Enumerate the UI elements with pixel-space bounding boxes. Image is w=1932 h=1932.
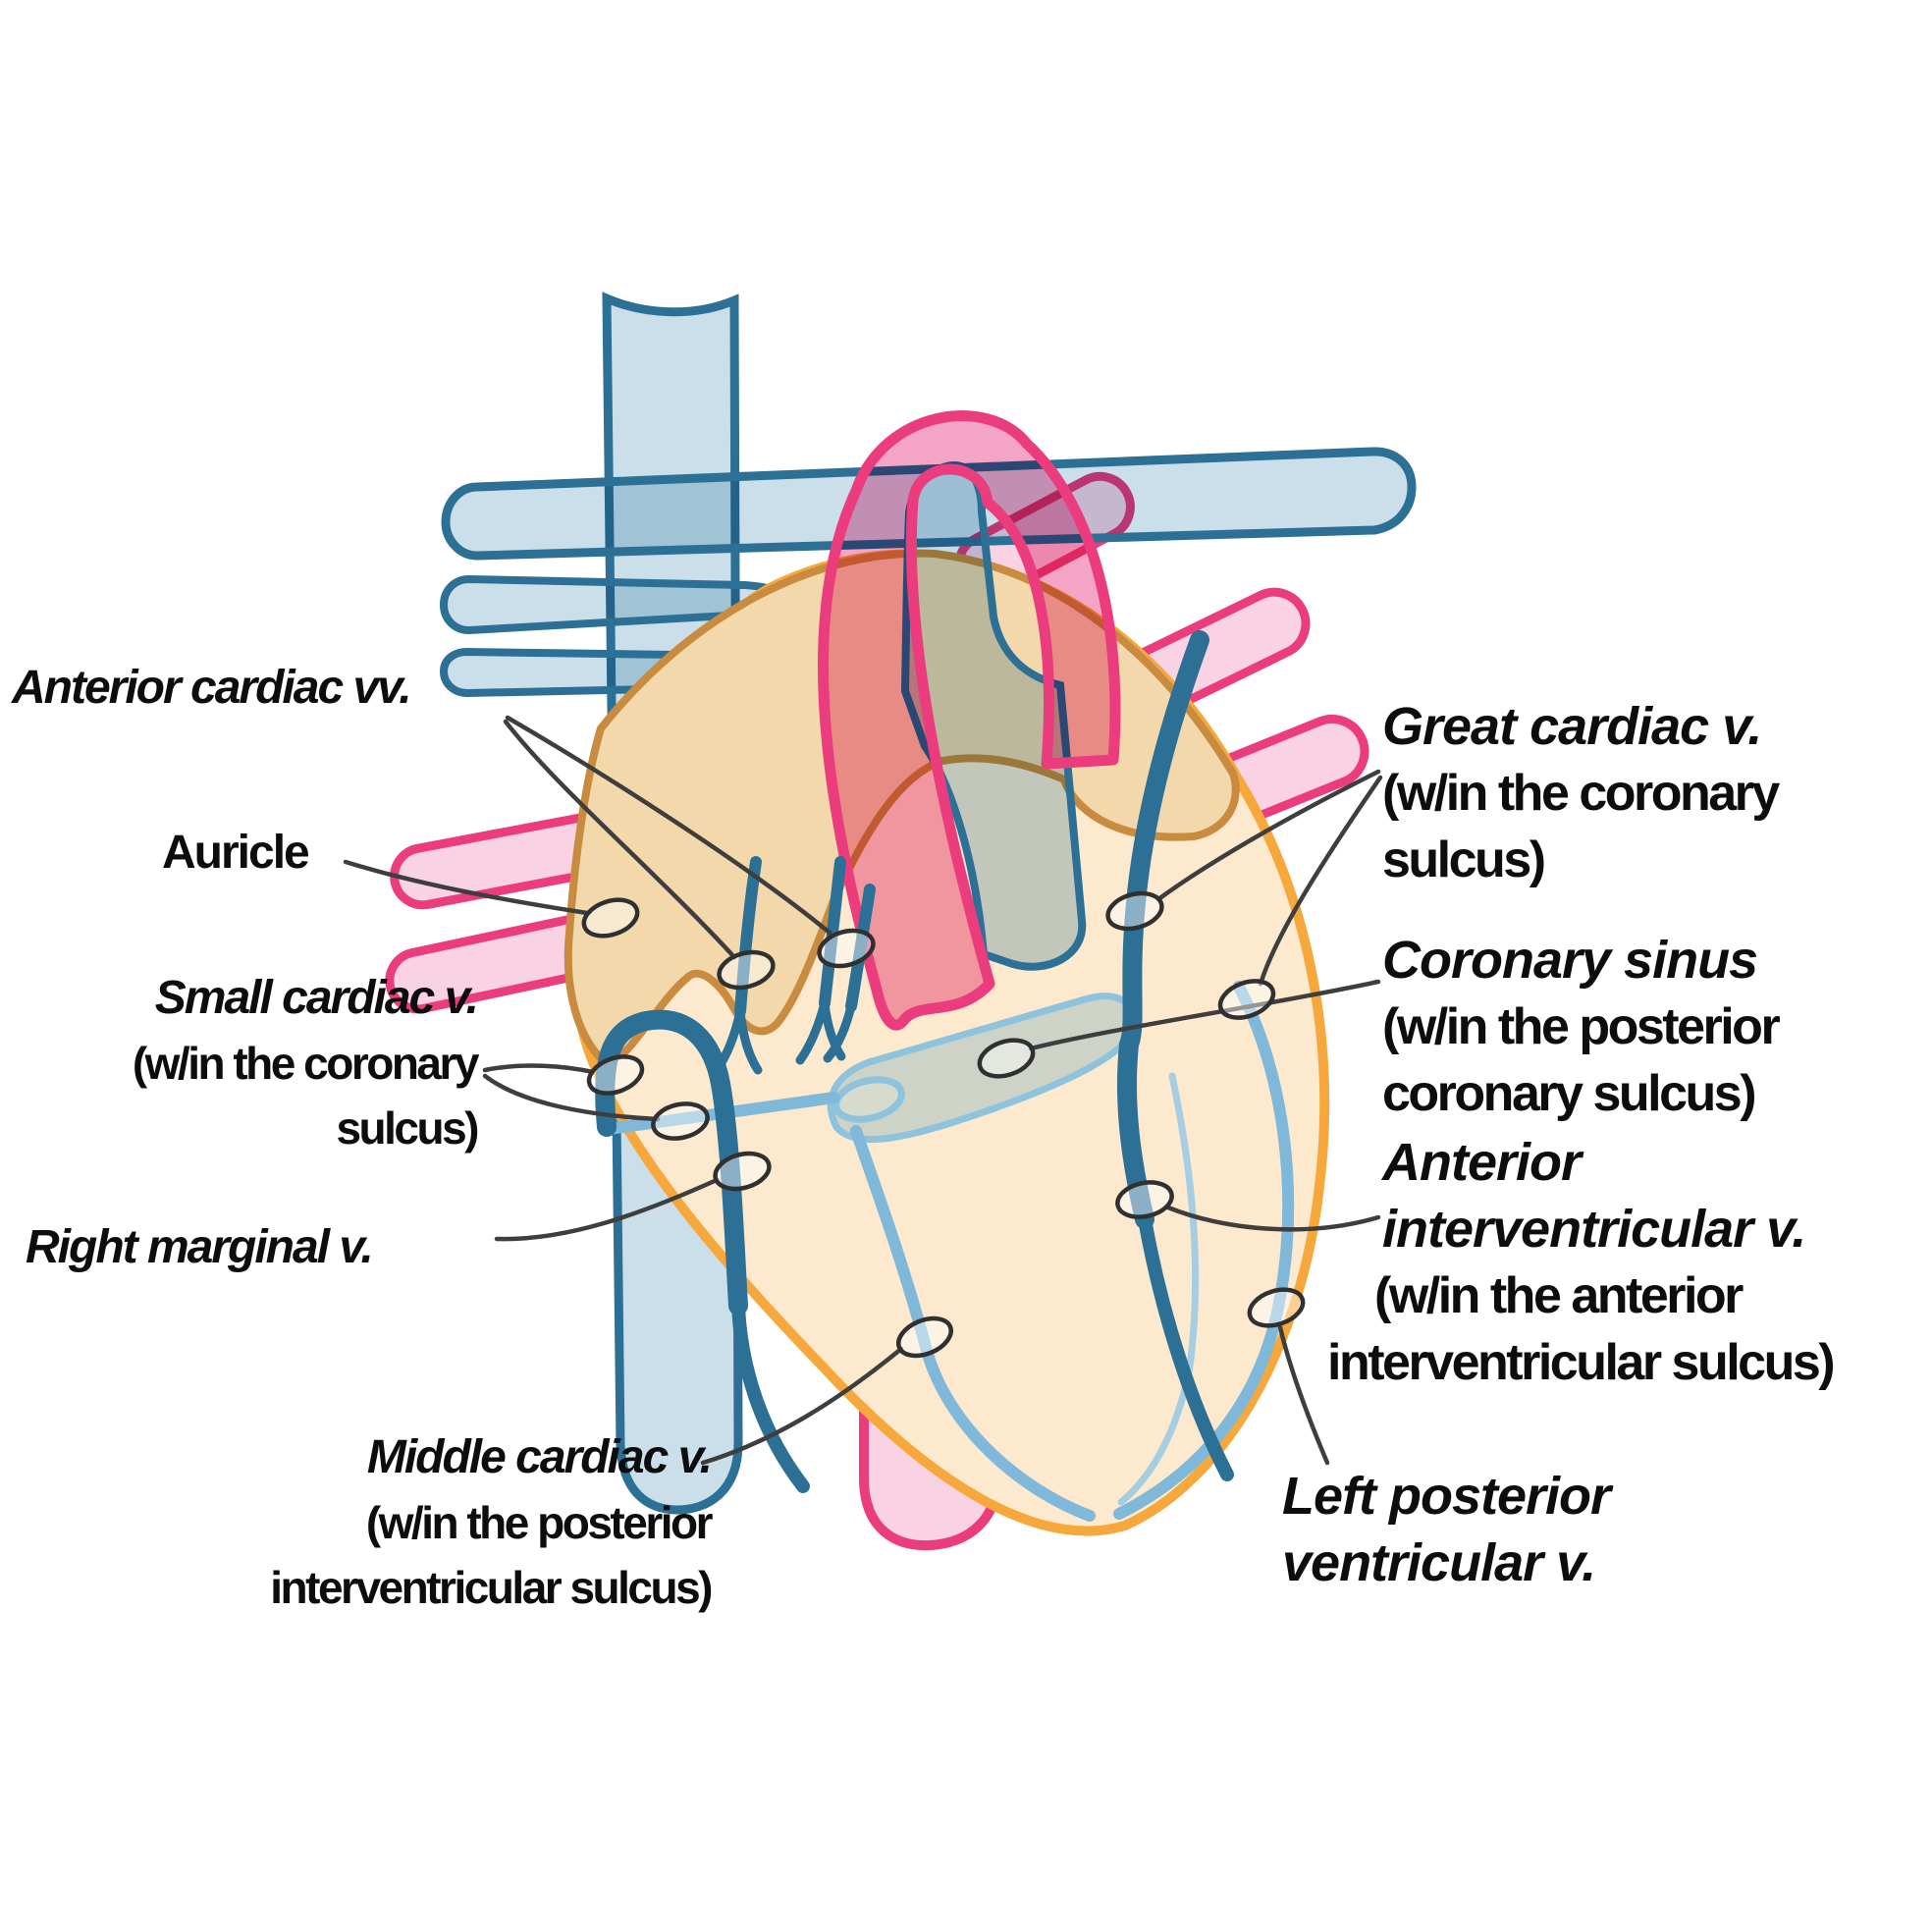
label-line: Auricle: [162, 827, 310, 879]
label-left-posterior-ventricular-vein: Left posterior ventricular v.: [1282, 1463, 1611, 1596]
label-line: Coronary sinus: [1382, 931, 1758, 990]
label-line: Anterior: [1382, 1133, 1582, 1192]
label-line: interventricular sulcus): [1327, 1334, 1836, 1391]
small-cardiac-vein: [595, 1009, 810, 1493]
label-line: Middle cardiac v.: [366, 1431, 713, 1483]
label-great-cardiac-vein: Great cardiac v. (w/in the coronary sulc…: [1382, 693, 1780, 893]
label-right-marginal-vein: Right marginal v.: [26, 1215, 374, 1280]
label-anterior-cardiac-veins: Anterior cardiac vv.: [12, 656, 412, 721]
anterior-interventricular-vein: [1138, 1212, 1234, 1481]
label-line: sulcus): [336, 1102, 479, 1154]
leader-target-ovals: [581, 890, 1306, 1359]
anterior-interventricular-sulcus-line: [1117, 1072, 1200, 1506]
leader-great-cardiac-1: [1155, 769, 1381, 902]
middle-cardiac-vein: [850, 1125, 1096, 1522]
leader-coronary-sinus: [1028, 979, 1381, 1051]
leader-anterior-cardiac-2: [505, 715, 832, 936]
label-line: ventricular v.: [1282, 1533, 1596, 1592]
label-coronary-sinus: Coronary sinus (w/in the posterior coron…: [1382, 927, 1781, 1127]
label-middle-cardiac-vein: Middle cardiac v. (w/in the posterior in…: [0, 1425, 714, 1620]
label-line: coronary sulcus): [1382, 1065, 1757, 1122]
leader-lines: [343, 715, 1383, 1466]
label-line: (w/in the posterior: [365, 1497, 714, 1548]
label-line: (w/in the anterior: [1374, 1267, 1744, 1324]
label-auricle: Auricle: [162, 821, 310, 886]
label-line: interventricular v.: [1382, 1200, 1806, 1259]
label-line: interventricular sulcus): [270, 1562, 713, 1613]
leader-right-marginal: [494, 1177, 720, 1242]
leader-small-cardiac-2: [482, 1073, 661, 1122]
label-line: Right marginal v.: [26, 1221, 374, 1273]
label-small-cardiac-vein: Small cardiac v. (w/in the coronary sulc…: [0, 966, 480, 1160]
label-line: Left posterior: [1282, 1467, 1611, 1526]
coronary-sinus-ostium: [832, 1076, 905, 1123]
leader-left-posterior-ventricular: [1277, 1324, 1330, 1466]
right-marginal-vein: [731, 1299, 810, 1493]
leader-small-cardiac-1: [482, 1063, 596, 1075]
leader-auricle: [343, 859, 590, 916]
label-line: sulcus): [1382, 832, 1546, 888]
label-line: Anterior cardiac vv.: [12, 662, 412, 714]
leader-anterior-cardiac-1: [503, 719, 737, 960]
label-line: Great cardiac v.: [1382, 697, 1762, 756]
label-line: (w/in the coronary: [132, 1038, 480, 1089]
label-line: (w/in the coronary: [1382, 765, 1780, 822]
aortic-arch: [818, 410, 1121, 1031]
leader-great-cardiac-2: [1258, 775, 1383, 987]
label-line: Small cardiac v.: [154, 972, 479, 1024]
label-line: (w/in the posterior: [1382, 998, 1781, 1055]
label-anterior-interventricular-vein: Anterior interventricular v. (w/in the a…: [1327, 1129, 1836, 1396]
leader-anterior-interventricular: [1165, 1205, 1381, 1232]
great-cardiac-vein: [1116, 630, 1234, 1481]
leader-middle-cardiac: [700, 1346, 904, 1466]
left-posterior-ventricular-vein: [1113, 981, 1295, 1520]
